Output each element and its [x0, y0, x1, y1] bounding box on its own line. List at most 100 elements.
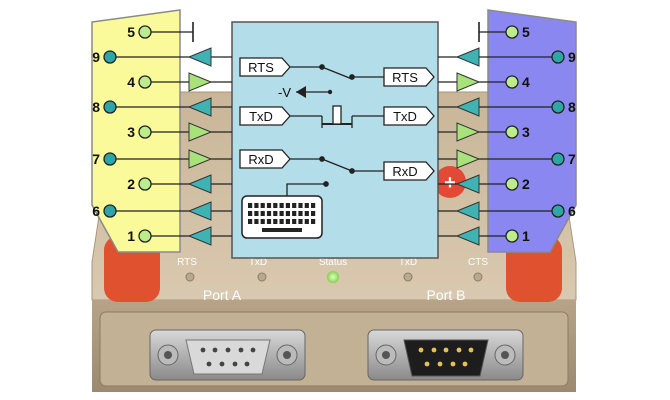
signal-arrow [188, 149, 213, 169]
pin-number: 3 [127, 124, 135, 140]
red-badge [434, 166, 466, 198]
signal-arrow [188, 72, 213, 92]
right-db9-outline [487, 9, 577, 253]
keyboard-spacebar [262, 228, 302, 232]
led-label-txd-b: TxD [399, 257, 417, 268]
left-pin-9: 9 [92, 47, 232, 67]
keyboard-key [254, 211, 259, 216]
left-db9-outline [91, 9, 181, 253]
pin-number: 8 [568, 99, 576, 115]
rts-output-label: RTS [392, 70, 418, 85]
led-rts [185, 272, 195, 282]
right-pin-6: 6 [438, 201, 576, 221]
pin-number: 5 [522, 24, 530, 40]
pin-number: 6 [92, 203, 100, 219]
pin-dot [505, 75, 519, 89]
keyboard-key [311, 203, 316, 208]
led-label-status: Status [319, 257, 347, 268]
pin-number: 5 [127, 24, 135, 40]
right-pin-1: 1 [438, 226, 530, 246]
pin-dot [103, 152, 117, 166]
signal-arrow [187, 174, 212, 194]
red-badge-plus: + [444, 172, 456, 194]
keyboard-key [266, 203, 272, 208]
port-b-label: Port B [427, 287, 466, 303]
pin-dot [138, 125, 152, 139]
keyboard-key [285, 211, 290, 216]
left-pin-4: 4 [127, 72, 232, 92]
keyboard-key [311, 219, 316, 224]
keyboard-key [254, 219, 259, 224]
rxd-input-tag: RxD [239, 149, 291, 169]
left-pin-1: 1 [127, 226, 232, 246]
keyboard-key [285, 203, 290, 208]
pin-number: 3 [522, 124, 530, 140]
signal-arrow [456, 72, 481, 92]
led-txd-a [257, 272, 267, 282]
right-pin-9: 9 [438, 47, 576, 67]
txd-input-label: TxD [249, 109, 273, 124]
keyboard-key [279, 211, 284, 216]
pin-number: 1 [522, 228, 530, 244]
pin-dot [505, 177, 519, 191]
keyboard-key [311, 211, 316, 216]
pin-dot [138, 75, 152, 89]
txd-pushbutton [290, 105, 384, 128]
pin-number: 7 [568, 151, 576, 167]
right-pin-column: 5 9 4 8 3 7 2 6 1 [438, 22, 576, 246]
pin-dot [505, 229, 519, 243]
keyboard-key [273, 219, 278, 224]
port-a-label: Port A [203, 287, 242, 303]
rxd-switch [286, 156, 384, 196]
pin-dot [551, 50, 565, 64]
led-label-cts: CTS [468, 257, 488, 268]
keyboard-key [248, 219, 253, 224]
keyboard-key [266, 219, 272, 224]
led-row: RTS TxD Status TxD CTS Port A Port B [177, 257, 488, 303]
signal-arrow [455, 174, 480, 194]
pin-number: 4 [522, 74, 530, 90]
negative-voltage-arrow [296, 86, 333, 98]
negative-voltage-label: -V [278, 85, 291, 100]
txd-output-label: TxD [393, 109, 417, 124]
pin-number: 4 [127, 74, 135, 90]
txd-output-tag: TxD [383, 106, 435, 126]
left-pin-6: 6 [92, 201, 232, 221]
left-pin-5: 5 [127, 22, 194, 42]
txd-input-tag: TxD [239, 106, 291, 126]
rxd-output-tag: RxD [383, 161, 435, 181]
signal-arrow [456, 122, 481, 142]
pin-dot [551, 152, 565, 166]
keyboard-icon [241, 195, 323, 239]
pin-dot [505, 125, 519, 139]
rts-switch [290, 64, 384, 80]
right-pin-7: 7 [438, 149, 576, 169]
pin-number: 9 [92, 49, 100, 65]
keyboard-key [304, 203, 309, 208]
keyboard-key [254, 203, 259, 208]
signal-arrow [455, 97, 480, 117]
signal-arrow [455, 47, 480, 67]
keyboard-key [285, 219, 290, 224]
right-pin-4: 4 [438, 72, 530, 92]
keyboard-key [248, 203, 253, 208]
keyboard-key [279, 203, 284, 208]
rxd-input-label: RxD [248, 152, 273, 167]
led-cts [473, 272, 483, 282]
rts-output-tag: RTS [383, 67, 435, 87]
keyboard-key [298, 219, 303, 224]
port-a-dsub [149, 329, 306, 381]
signal-arrow [187, 226, 212, 246]
pin-number: 6 [568, 203, 576, 219]
right-pin-2: 2 [438, 174, 530, 194]
keyboard-key [273, 211, 278, 216]
pin-dot [138, 177, 152, 191]
pin-dot [138, 229, 152, 243]
keyboard-key [279, 219, 284, 224]
keyboard-key [266, 211, 272, 216]
signal-arrow [187, 201, 212, 221]
signal-arrow [187, 47, 212, 67]
left-pin-2: 2 [127, 174, 232, 194]
